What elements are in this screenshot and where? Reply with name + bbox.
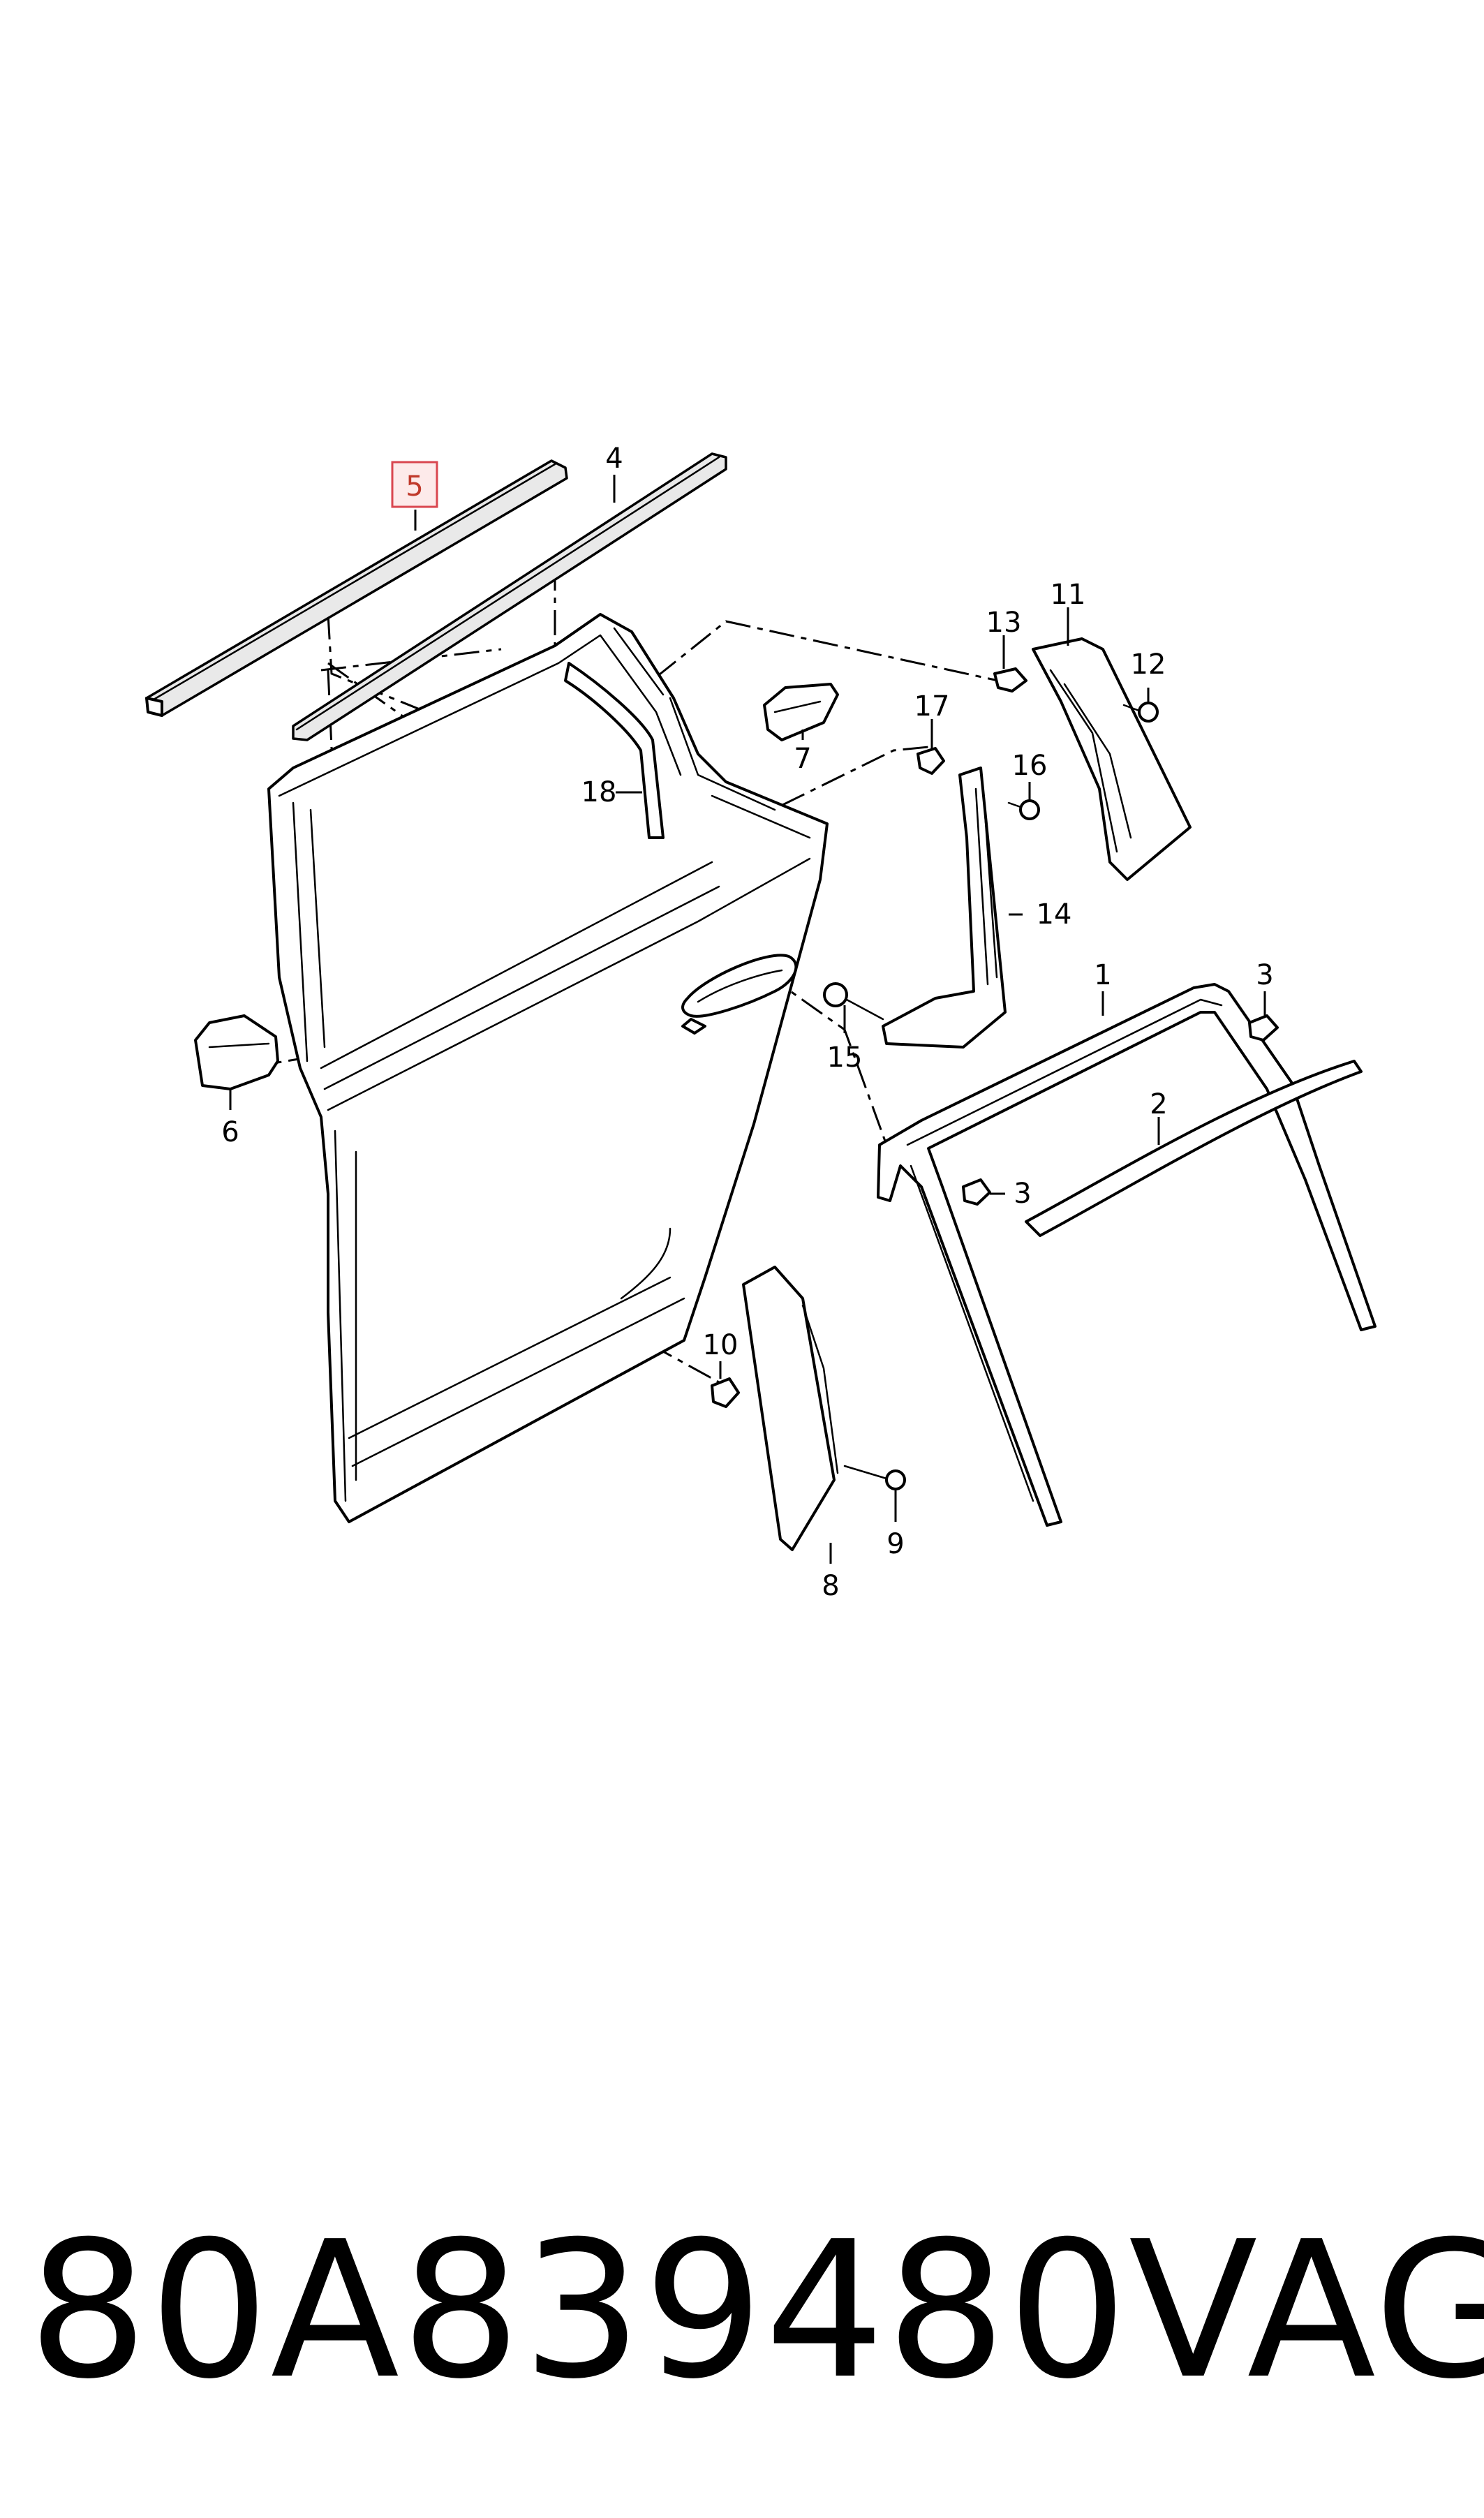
parts-diagram: 5 4 11 13 12 17 16 7 18 14 15 1 3 3 2 6 … <box>145 443 1377 1602</box>
part-number: 80A839480 <box>28 2200 1129 2420</box>
callout-18: 18 <box>581 776 617 808</box>
part-4-window-strip <box>292 452 727 741</box>
part-9-screw <box>843 1465 906 1490</box>
callout-labels: 5 4 11 13 12 17 16 7 18 14 15 1 3 3 2 6 … <box>221 443 1273 1602</box>
part-2-seal-strip <box>1025 1060 1363 1237</box>
callout-8: 8 <box>822 1570 839 1602</box>
part-5-window-seal <box>145 459 568 717</box>
callout-14: 14 <box>1037 898 1072 931</box>
callout-11: 11 <box>1051 579 1086 611</box>
part-16-screw <box>1007 799 1040 820</box>
part-8-lower-trim <box>742 1266 839 1551</box>
callout-3b: 3 <box>1014 1178 1031 1210</box>
callout-15: 15 <box>827 1042 863 1074</box>
callout-9: 9 <box>886 1528 904 1560</box>
callout-6: 6 <box>221 1116 239 1148</box>
callout-5-highlight-box <box>391 461 438 508</box>
part-17-clip <box>917 747 945 775</box>
part-6-bracket <box>194 1014 279 1090</box>
part-14-trim-panel <box>882 766 1007 1049</box>
callout-2: 2 <box>1150 1088 1167 1120</box>
callout-3a: 3 <box>1256 959 1273 991</box>
part-1-window-frame <box>877 983 1377 1527</box>
leader-lines <box>229 475 1266 1564</box>
callout-4: 4 <box>605 443 623 475</box>
part-13-clip <box>993 667 1027 693</box>
rear-door-shell <box>267 613 829 1523</box>
part-11-upper-trim <box>1032 637 1192 881</box>
callout-13: 13 <box>986 607 1022 639</box>
brand-name: VAG <box>1128 2200 1484 2420</box>
callout-17: 17 <box>914 690 950 723</box>
part-3-clip-b <box>962 1178 991 1206</box>
part-3-clip-a <box>1248 1014 1279 1042</box>
callout-1: 1 <box>1094 959 1111 991</box>
callout-5: 5 <box>406 471 423 503</box>
part-18-guide-rail <box>564 662 665 839</box>
callout-10: 10 <box>703 1329 739 1361</box>
part-15-screw <box>823 982 884 1021</box>
part-10-clip <box>711 1377 740 1408</box>
part-info-footer: 80A839480 VAG <box>28 2200 1484 2420</box>
callout-12: 12 <box>1131 649 1166 681</box>
part-7-bracket <box>763 683 839 741</box>
callout-7: 7 <box>794 743 811 775</box>
callout-16: 16 <box>1012 750 1048 782</box>
